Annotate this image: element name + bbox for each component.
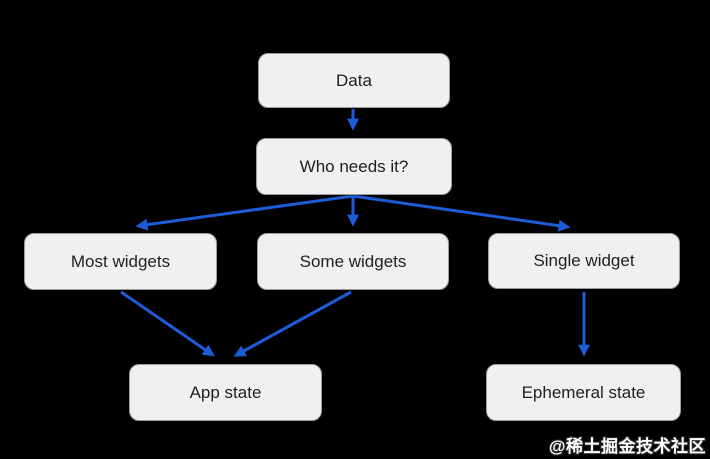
node-who-needs-it: Who needs it?: [256, 138, 452, 195]
edge-some-to-app-state: [233, 290, 352, 357]
node-app-state-label: App state: [189, 382, 262, 402]
edge-most-to-app-state: [120, 290, 215, 357]
node-data-label: Data: [336, 70, 372, 90]
edge-who-to-single-widget: [352, 194, 571, 232]
node-most-widgets-label: Most widgets: [70, 251, 171, 271]
node-single-widget-label: Single widget: [533, 251, 635, 270]
node-some-widgets: Some widgets: [257, 233, 449, 290]
node-data: Data: [258, 53, 450, 108]
node-most-widgets: Most widgets: [24, 233, 217, 290]
node-ephemeral-state-label: Ephemeral state: [521, 382, 646, 402]
node-single-widget: Single widget: [488, 233, 680, 289]
node-app-state: App state: [129, 364, 322, 421]
node-ephemeral-state: Ephemeral state: [486, 364, 681, 421]
node-who-needs-it-label: Who needs it?: [299, 156, 409, 176]
node-some-widgets-label: Some widgets: [299, 251, 407, 271]
edge-who-to-most-widgets: [135, 194, 354, 231]
watermark: @稀土掘金技术社区: [548, 437, 706, 456]
